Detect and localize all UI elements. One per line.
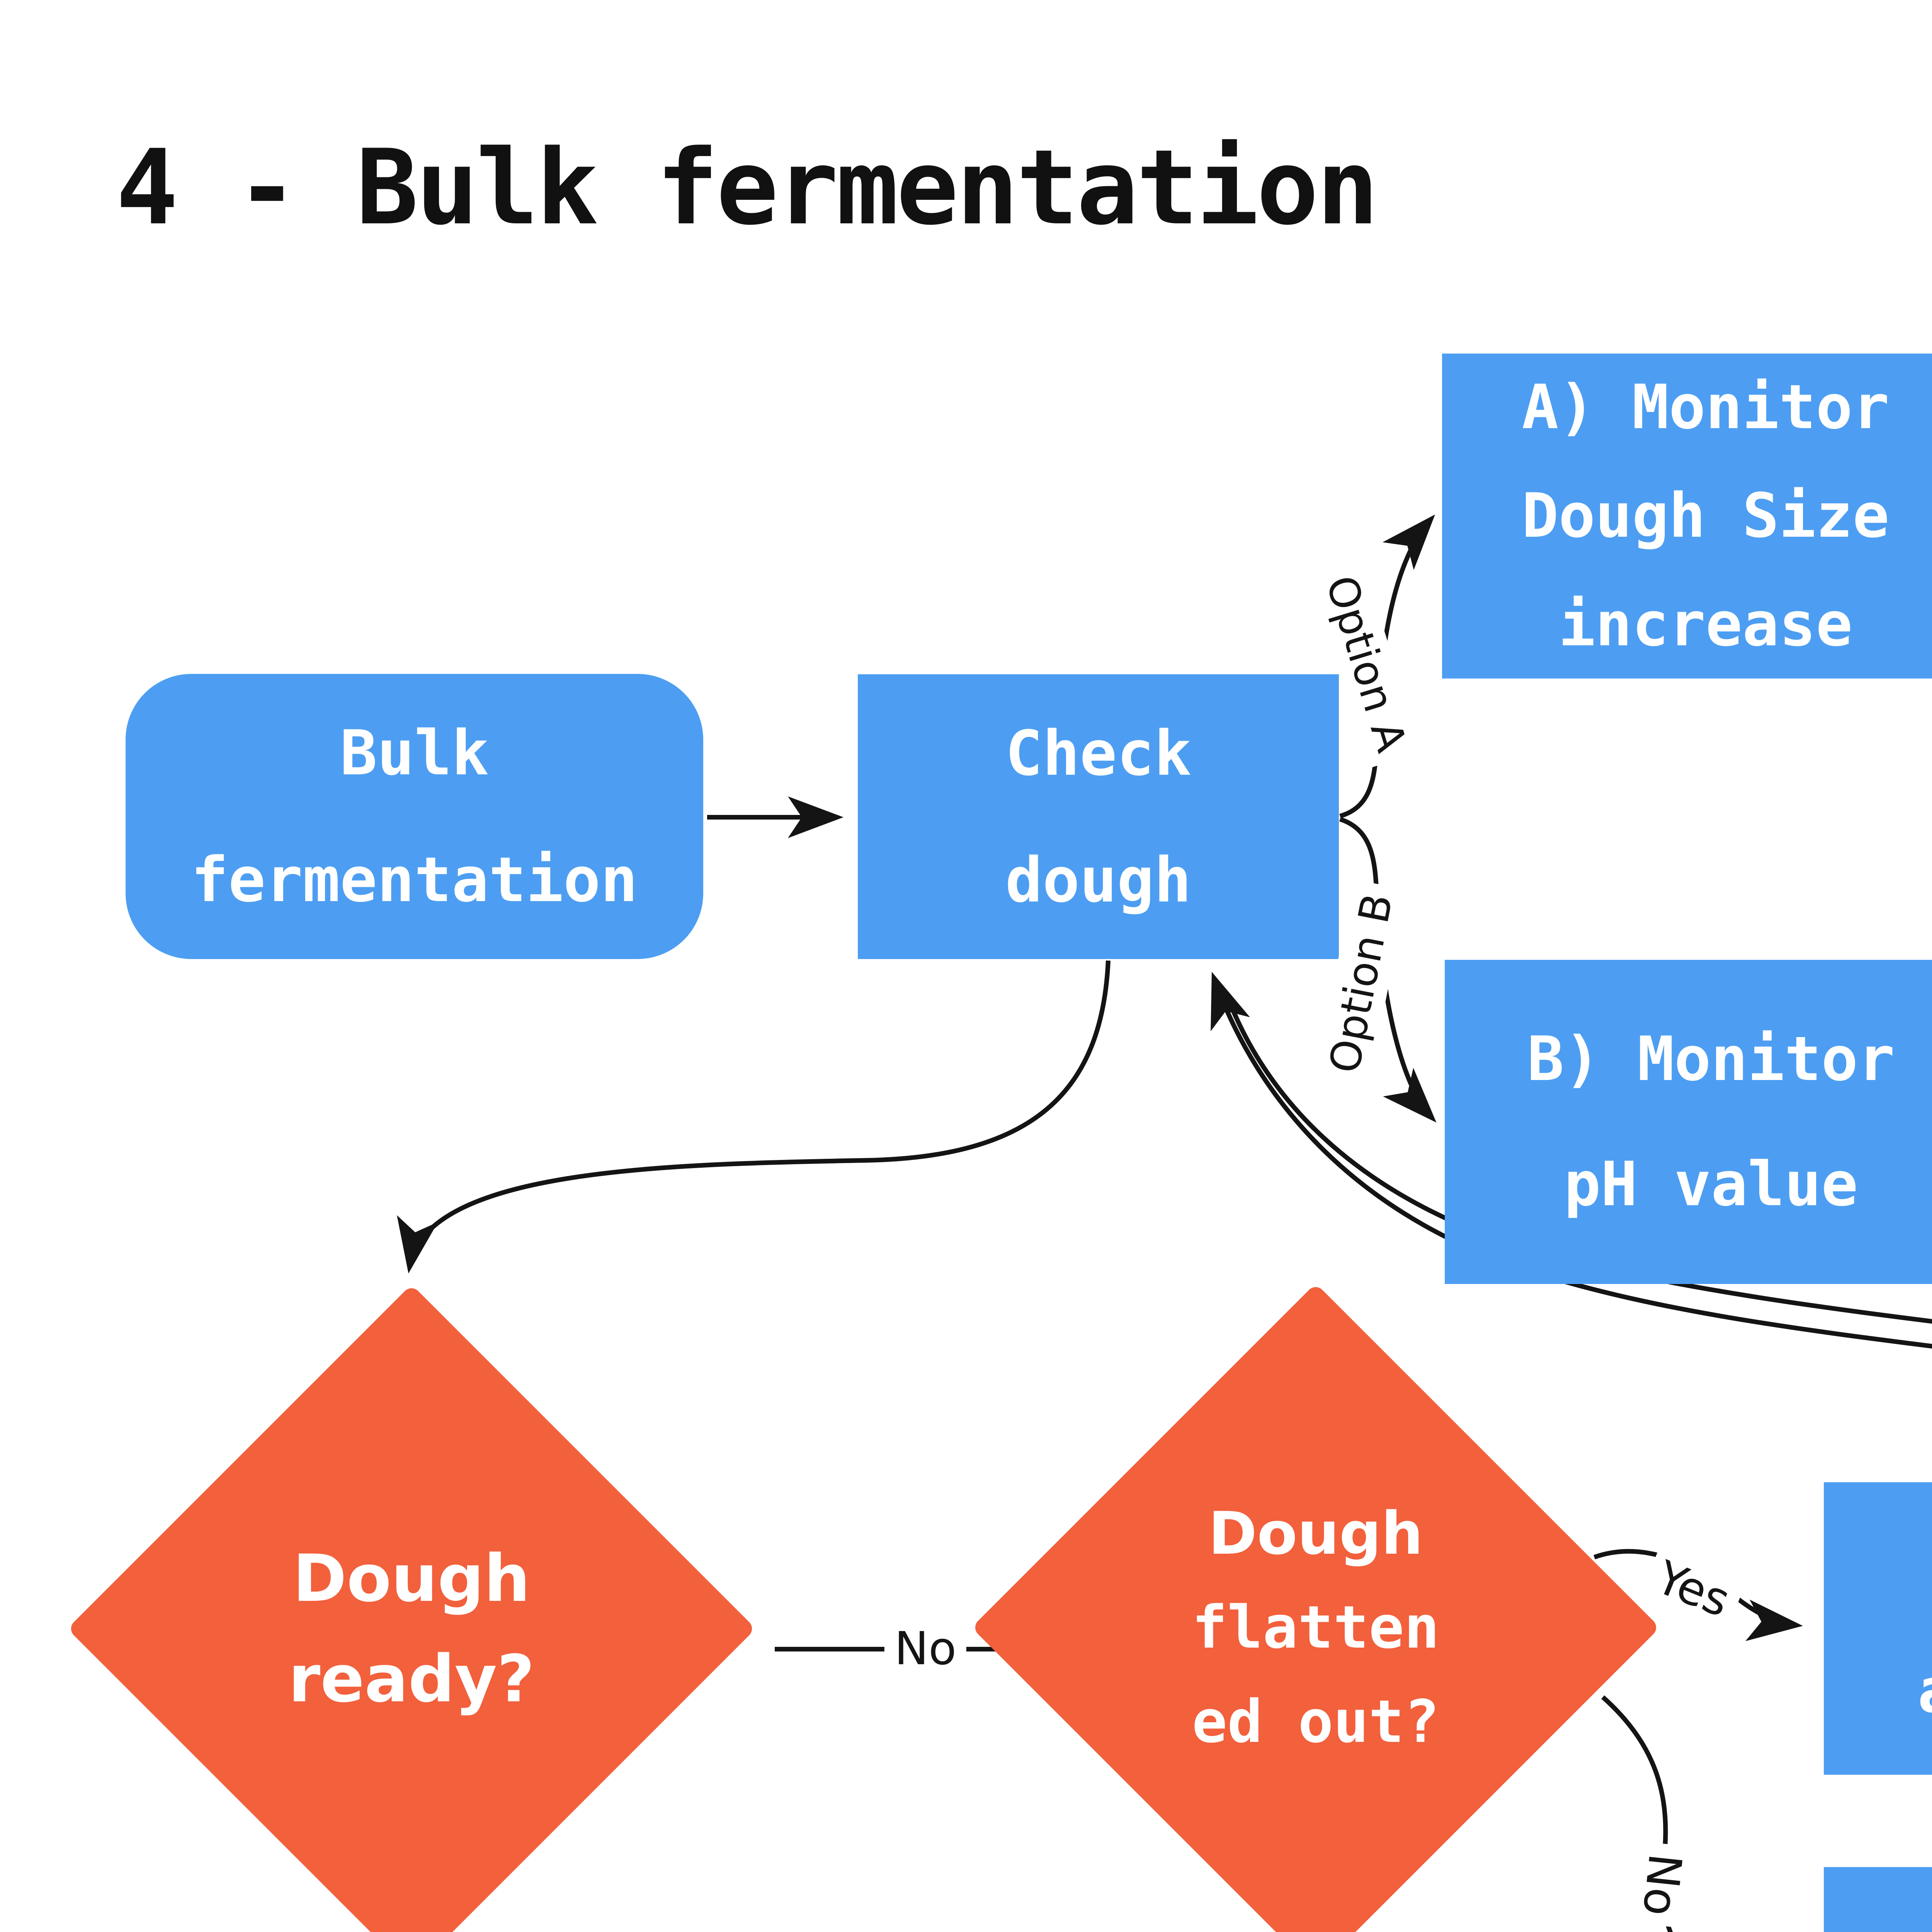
edge-wait-loop-to-check: [1211, 972, 1932, 1349]
page-title: 4 - Bulk fermentation: [116, 128, 1379, 248]
node-wait-60-minutes: Wait 60 minutes: [1824, 1867, 1932, 1932]
node-monitor-dough-size-label: A) Monitor Dough Size increase: [1522, 371, 1889, 660]
node-stretch-and-fold: Stretch and fold: [1824, 1482, 1932, 1775]
edge-label-no-flattened: No: [1628, 1841, 1696, 1929]
decision-dough-ready-label: Dough ready?: [288, 1540, 535, 1717]
node-monitor-ph-value-label: B) Monitor pH value: [1527, 1023, 1895, 1220]
node-check-dough: Check dough: [858, 674, 1339, 959]
node-check-dough-label: Check dough: [1005, 717, 1192, 916]
node-bulk-fermentation: Bulk fermentation: [126, 674, 703, 959]
node-bulk-fermentation-label: Bulk fermentation: [191, 717, 638, 916]
edge-label-no-dough-ready: No: [884, 1619, 967, 1678]
node-stretch-and-fold-label: Stretch and fold: [1918, 1503, 1932, 1754]
edge-check-to-ready: [397, 960, 1111, 1274]
node-monitor-ph-value: B) Monitor pH value: [1445, 960, 1932, 1284]
edge-stretch-loop-to-check: [1225, 994, 1932, 1324]
decision-dough-flattened-label: Dough flatten ed out?: [1192, 1499, 1440, 1756]
node-monitor-dough-size: A) Monitor Dough Size increase: [1442, 354, 1932, 679]
